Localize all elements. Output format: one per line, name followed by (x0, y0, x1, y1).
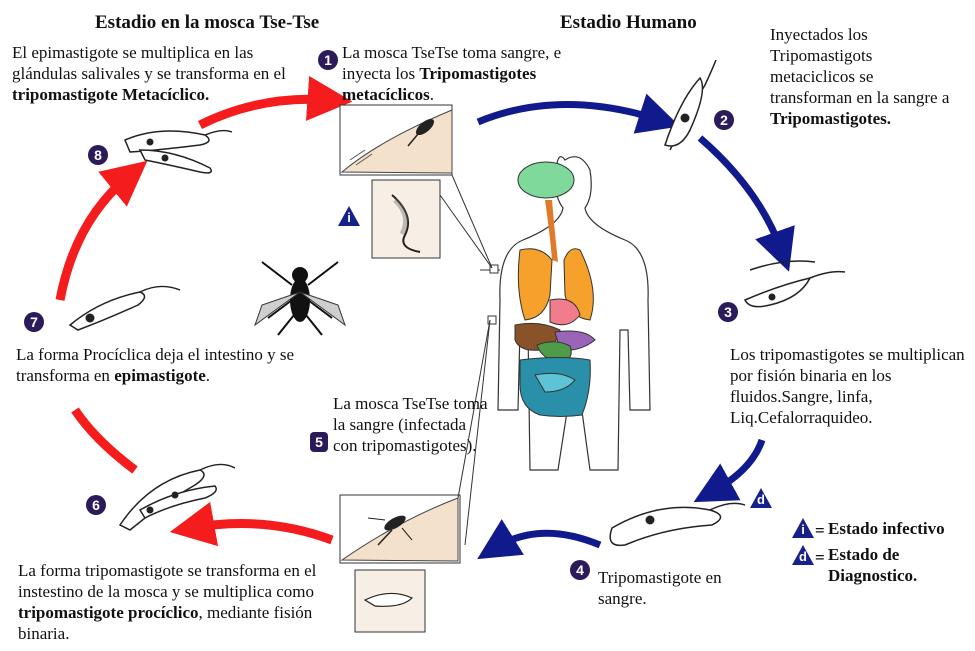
step-3-text: Los tripomastigotes se multiplican por f… (730, 344, 970, 428)
human-body-illustration (440, 157, 650, 545)
legend-infective-icon-letter: i (792, 522, 814, 537)
step-8-text: El epimastigote se multiplica en las glá… (12, 42, 312, 105)
step-badge-6: 6 (86, 495, 106, 515)
step-badge-5: 5 (310, 432, 328, 452)
legend-eq-2: = (815, 547, 825, 568)
fly-feeding-box (340, 495, 460, 563)
step-6-text: La forma tripomastigote se transforma en… (18, 560, 348, 644)
parasite-stage-8 (125, 131, 232, 173)
step-badge-4: 4 (570, 560, 590, 580)
arrow-4-to-5 (495, 533, 600, 548)
legend-eq-1: = (815, 520, 825, 541)
infective-stage-marker-letter: i (338, 210, 360, 225)
step-badge-1: 1 (318, 50, 338, 70)
fly-biting-skin-box (340, 105, 452, 175)
arrow-2-to-3 (700, 138, 782, 252)
parasite-stage-3 (745, 261, 845, 307)
metacyclic-trypomastigote-box (372, 180, 440, 258)
legend-diagnostic-icon-letter: d (792, 549, 814, 564)
fly-stage-header: Estadio en la mosca Tse-Tse (95, 12, 319, 34)
step-7-text: La forma Procíclica deja el intestino y … (16, 344, 336, 386)
tsetse-fly-illustration (255, 262, 345, 335)
arrow-3-to-4 (712, 440, 762, 492)
arrow-7-to-8 (60, 175, 130, 300)
arrow-1-to-2 (478, 104, 660, 122)
step-5-text: La mosca TseTse toma la sangre (infectad… (333, 393, 493, 456)
step-badge-7: 7 (24, 312, 44, 332)
human-stage-header: Estadio Humano (560, 12, 697, 34)
parasite-stage-2 (665, 60, 716, 150)
step-badge-8: 8 (88, 145, 108, 165)
arrow-5-to-6 (192, 524, 332, 540)
parasite-stage-7 (70, 286, 180, 330)
step-2-text: Inyectados los Tripomastigots metaciclic… (770, 24, 950, 129)
step-badge-3: 3 (718, 302, 738, 322)
procyclic-trypomastigote-box (355, 570, 425, 632)
step-4-text: Tripomastigote en sangre. (598, 567, 763, 609)
step-1-text: La mosca TseTse toma sangre, e inyecta l… (342, 42, 602, 105)
step-badge-2: 2 (714, 110, 734, 130)
legend-diagnostic-label: Estado de Diagnostico. (828, 544, 958, 586)
arrow-6-to-7 (75, 410, 135, 470)
legend-infective-label: Estado infectivo (828, 518, 945, 539)
diagnostic-stage-marker-letter: d (750, 492, 772, 507)
parasite-stage-4 (610, 503, 745, 545)
